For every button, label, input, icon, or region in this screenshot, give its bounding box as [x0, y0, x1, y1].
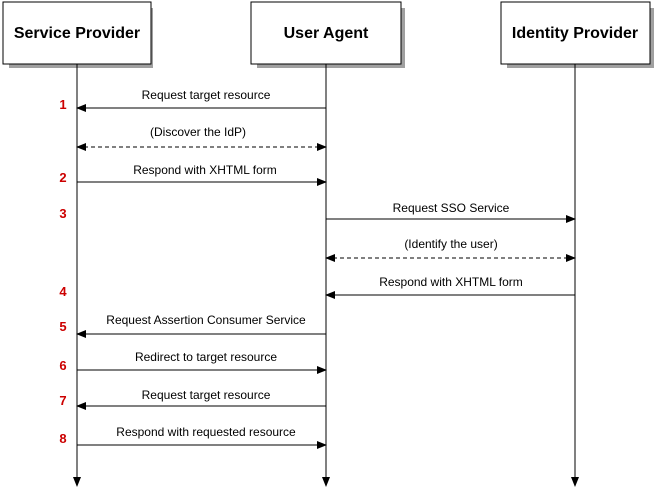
- message-label: (Identify the user): [404, 237, 497, 251]
- message-label: Request target resource: [142, 388, 271, 402]
- actor-label: Service Provider: [14, 25, 140, 42]
- message-1: Request target resource 1: [59, 88, 326, 112]
- step-number: 4: [59, 284, 67, 299]
- message-5: Request Assertion Consumer Service 5: [59, 313, 326, 338]
- step-number: 5: [59, 319, 66, 334]
- step-number: 1: [59, 97, 66, 112]
- message-label: Request Assertion Consumer Service: [106, 313, 306, 327]
- message-label: (Discover the IdP): [150, 125, 246, 139]
- message-list: Request target resource 1 (Discover the …: [59, 88, 576, 449]
- message-label: Request target resource: [142, 88, 271, 102]
- message-7: Request target resource 7: [59, 388, 326, 410]
- actor-label: Identity Provider: [512, 25, 638, 42]
- actor-service-provider: Service Provider: [2, 1, 153, 68]
- actor-label: User Agent: [284, 25, 369, 42]
- step-number: 8: [59, 431, 66, 446]
- message-4: Respond with XHTML form 4: [59, 275, 575, 299]
- actor-user-agent: User Agent: [250, 1, 405, 68]
- message-3: Request SSO Service 3: [59, 201, 576, 223]
- message-identify-user: (Identify the user): [325, 237, 576, 262]
- message-discover-idp: (Discover the IdP): [76, 125, 327, 151]
- step-number: 3: [59, 206, 66, 221]
- message-label: Respond with requested resource: [116, 425, 296, 439]
- step-number: 2: [59, 170, 66, 185]
- message-label: Redirect to target resource: [135, 350, 277, 364]
- message-label: Respond with XHTML form: [133, 163, 277, 177]
- step-number: 6: [59, 358, 66, 373]
- message-2: Respond with XHTML form 2: [59, 163, 327, 186]
- step-number: 7: [59, 393, 66, 408]
- message-label: Request SSO Service: [393, 201, 510, 215]
- message-6: Redirect to target resource 6: [59, 350, 327, 374]
- message-label: Respond with XHTML form: [379, 275, 523, 289]
- message-8: Respond with requested resource 8: [59, 425, 327, 449]
- actor-box: [250, 1, 402, 65]
- actor-box: [2, 1, 152, 65]
- actor-identity-provider: Identity Provider: [500, 1, 654, 68]
